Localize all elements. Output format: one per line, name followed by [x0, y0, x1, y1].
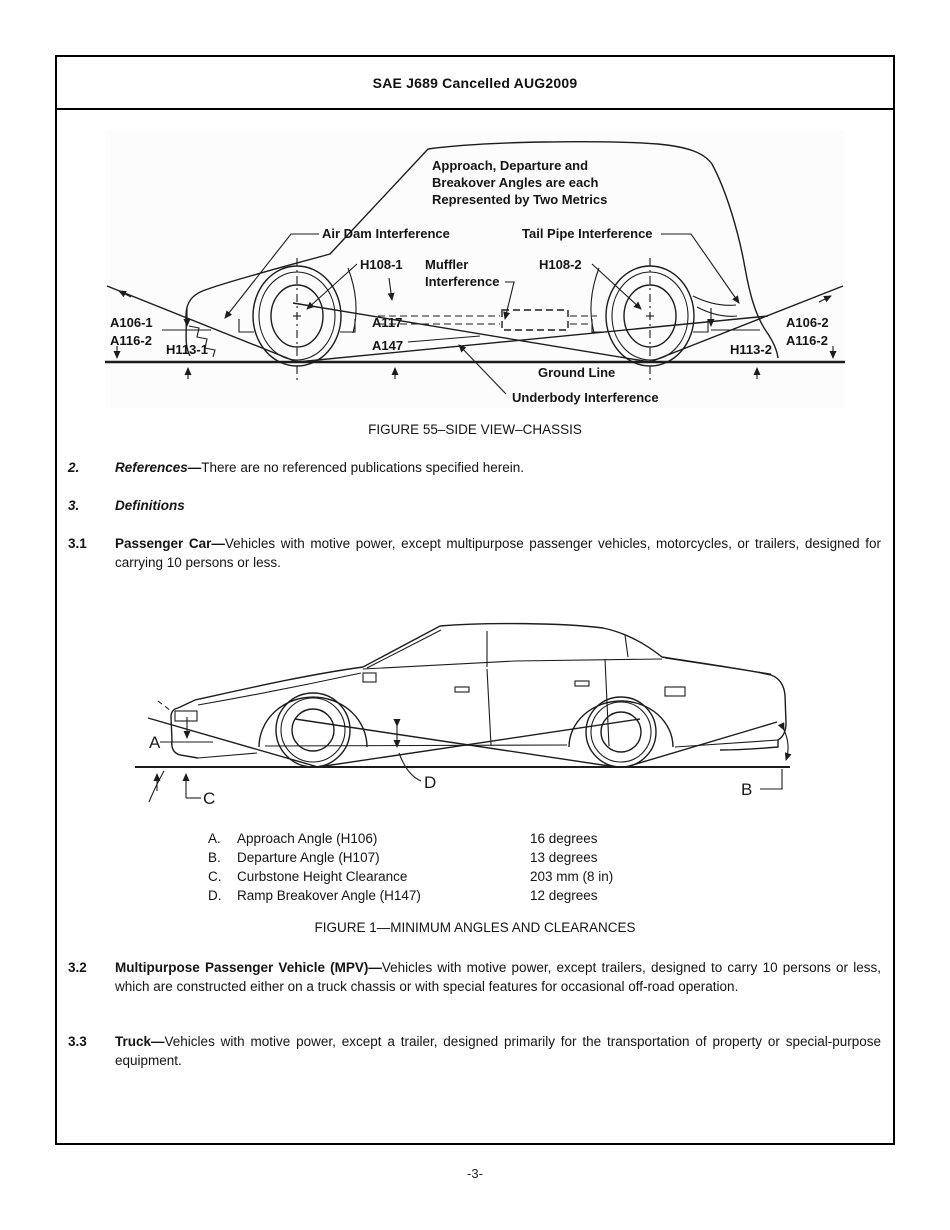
label-ground-line: Ground Line	[538, 365, 615, 380]
row-letter: D.	[208, 888, 222, 903]
label-h113-2: H113-2	[730, 342, 772, 357]
section-2-number: 2.	[68, 460, 80, 475]
label-h108-2: H108-2	[539, 257, 582, 272]
label-underbody: Underbody Interference	[512, 390, 659, 405]
row-label: Approach Angle (H106)	[237, 831, 378, 846]
section-3-3: 3.3 Truck—Vehicles with motive power, ex…	[68, 1033, 881, 1070]
figure-1-table: A. Approach Angle (H106) 16 degrees B. D…	[208, 829, 768, 905]
section-3-2-text: Vehicles with motive power, except trail…	[115, 960, 881, 994]
figure-55-caption: FIGURE 55–SIDE VIEW–CHASSIS	[368, 422, 582, 437]
rear-wheel	[585, 696, 657, 768]
letter-c: C	[203, 789, 215, 808]
section-2-title: References—	[115, 460, 202, 475]
section-3-1: 3.1 Passenger Car—Vehicles with motive p…	[68, 535, 881, 572]
note-line-2: Breakover Angles are each	[432, 175, 599, 190]
section-2: 2. References—There are no referenced pu…	[68, 459, 881, 478]
section-3-3-title: Truck—	[115, 1034, 165, 1049]
label-muffler-2: Interference	[425, 274, 499, 289]
section-3-2-title: Multipurpose Passenger Vehicle (MPV)—	[115, 960, 382, 975]
row-letter: A.	[208, 831, 221, 846]
figure-55-labels: Approach, Departure and Breakover Angles…	[110, 158, 829, 405]
label-air-dam: Air Dam Interference	[322, 226, 450, 241]
label-a147: A147	[372, 338, 403, 353]
section-3-title: Definitions	[115, 498, 185, 513]
title-box: SAE J689 Cancelled AUG2009	[55, 55, 895, 110]
figure-1: A C D B	[135, 595, 800, 815]
label-tail-pipe: Tail Pipe Interference	[522, 226, 653, 241]
label-h108-1: H108-1	[360, 257, 403, 272]
letter-d: D	[424, 773, 436, 792]
row-value: 13 degrees	[530, 850, 598, 865]
note-line-3: Represented by Two Metrics	[432, 192, 607, 207]
section-3-1-title: Passenger Car—	[115, 536, 225, 551]
label-a116-2-right: A116-2	[786, 333, 828, 348]
letter-b: B	[741, 780, 752, 799]
rear-wheel	[605, 258, 695, 380]
label-muffler-1: Muffler	[425, 257, 468, 272]
label-a117: A117	[372, 315, 402, 330]
page-number: -3-	[467, 1166, 483, 1181]
figure-55-diagram: Approach, Departure and Breakover Angles…	[105, 130, 845, 408]
muffler-box	[378, 309, 597, 331]
document-title: SAE J689 Cancelled AUG2009	[372, 74, 578, 91]
section-3: 3. Definitions	[68, 497, 881, 516]
label-a106-2: A106-2	[786, 315, 829, 330]
figure-1-diagram: A C D B	[135, 622, 792, 808]
note-line-1: Approach, Departure and	[432, 158, 588, 173]
section-3-3-number: 3.3	[68, 1034, 87, 1049]
angle-construction-lines	[106, 285, 844, 363]
label-a106-1: A106-1	[110, 315, 153, 330]
row-letter: C.	[208, 869, 222, 884]
label-h113-1: H113-1	[166, 342, 208, 357]
front-wheel	[252, 258, 342, 380]
leader-arrows	[113, 233, 837, 395]
section-3-2-number: 3.2	[68, 960, 87, 975]
section-3-1-number: 3.1	[68, 536, 87, 551]
row-label: Curbstone Height Clearance	[237, 869, 408, 884]
section-2-text: There are no referenced publications spe…	[201, 460, 524, 475]
figure-55: Approach, Departure and Breakover Angles…	[105, 130, 845, 408]
row-value: 16 degrees	[530, 831, 598, 846]
front-wheel	[275, 692, 351, 768]
table-row: C. Curbstone Height Clearance 203 mm (8 …	[208, 867, 768, 886]
row-value: 12 degrees	[530, 888, 598, 903]
figure-1-letters: A C D B	[149, 733, 752, 808]
row-letter: B.	[208, 850, 221, 865]
section-3-3-text: Vehicles with motive power, except a tra…	[115, 1034, 881, 1068]
content-border-box	[55, 108, 895, 1145]
letter-a: A	[149, 733, 161, 752]
measure-arrows	[153, 717, 792, 799]
angle-construction-lines	[147, 700, 778, 803]
table-row: B. Departure Angle (H107) 13 degrees	[208, 848, 768, 867]
section-3-number: 3.	[68, 498, 80, 513]
table-row: A. Approach Angle (H106) 16 degrees	[208, 829, 768, 848]
row-label: Ramp Breakover Angle (H147)	[237, 888, 421, 903]
table-row: D. Ramp Breakover Angle (H147) 12 degree…	[208, 886, 768, 905]
sedan-body-outline	[170, 622, 787, 759]
section-3-1-text: Vehicles with motive power, except multi…	[115, 536, 881, 570]
row-label: Departure Angle (H107)	[237, 850, 380, 865]
section-3-2: 3.2 Multipurpose Passenger Vehicle (MPV)…	[68, 959, 881, 996]
row-value: 203 mm (8 in)	[530, 869, 614, 884]
figure-1-caption: FIGURE 1—MINIMUM ANGLES AND CLEARANCES	[314, 920, 636, 935]
label-a116-2-left: A116-2	[110, 333, 152, 348]
